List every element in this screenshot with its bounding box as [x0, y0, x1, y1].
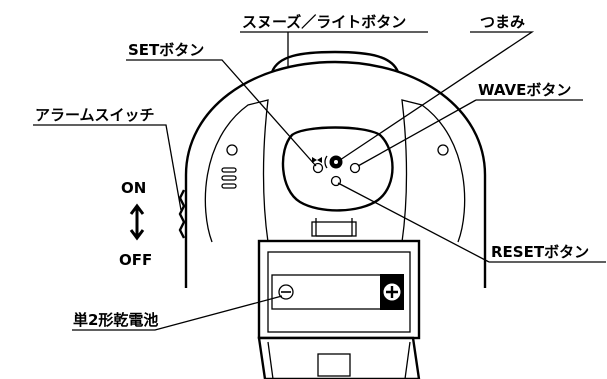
alarm-label-line	[33, 124, 182, 211]
alarm-switch-slider[interactable]	[178, 189, 186, 239]
snooze-light-button-label: スヌーズ／ライトボタン	[242, 13, 406, 31]
connector-stem	[311, 221, 357, 237]
reset-label-line	[337, 182, 606, 263]
right-screw-hole	[437, 144, 449, 156]
left-vent-3	[221, 183, 237, 189]
battery-lid[interactable]	[257, 336, 421, 379]
bell-icon	[312, 157, 322, 163]
left-screw-hole	[226, 144, 238, 156]
knob-label: つまみ	[480, 13, 525, 31]
switch-off-label: OFF	[119, 251, 152, 269]
knob-center-icon	[334, 160, 338, 164]
wave-button-label: WAVEボタン	[478, 81, 571, 99]
battery-label: 単2形乾電池	[73, 311, 158, 329]
knob-label-line	[339, 31, 535, 161]
lid-inner-edge	[267, 341, 411, 379]
switch-on-label: ON	[121, 179, 146, 197]
knob-ring-icon	[324, 155, 328, 169]
control-panel	[281, 126, 394, 212]
battery-label-line	[72, 295, 283, 331]
battery-compartment-inner	[267, 251, 411, 333]
set-label-line	[126, 59, 317, 167]
snooze-label-line	[240, 31, 428, 66]
set-button[interactable]	[312, 162, 324, 174]
minus-icon	[278, 284, 294, 300]
left-vent	[221, 167, 237, 173]
alarm-switch-label: アラームスイッチ	[35, 106, 155, 124]
reset-button[interactable]	[330, 175, 342, 187]
plus-symbol	[386, 286, 398, 298]
wave-label-line	[357, 99, 583, 167]
up-down-arrow-icon	[129, 203, 145, 241]
left-inner-panel	[204, 99, 269, 243]
left-vent-2	[221, 175, 237, 181]
set-button-label: SETボタン	[128, 41, 204, 59]
lid-latch	[317, 353, 351, 377]
wave-button[interactable]	[349, 162, 361, 174]
reset-button-label: RESETボタン	[491, 243, 589, 261]
